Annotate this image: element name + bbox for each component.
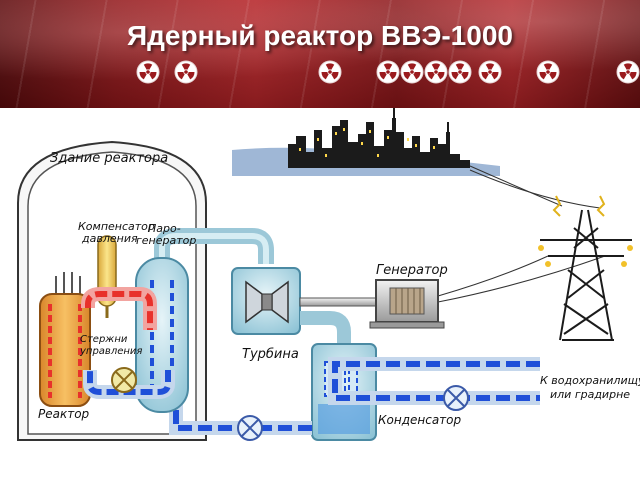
exhaust-pipe [300, 311, 351, 346]
pressure-compensator-label-line1: Компенсатор [78, 220, 155, 233]
control-rods-annotation: Стержни управления [79, 334, 142, 357]
primary-loop [81, 287, 175, 399]
generator-label: Генератор [376, 263, 448, 278]
title-banner: Ядерный реактор ВВЭ-1000 [0, 0, 640, 108]
turbine: Турбина [231, 267, 301, 362]
reactor-label: Реактор [38, 407, 90, 421]
radiation-icon [478, 60, 502, 84]
radiation-icon [536, 60, 560, 84]
condenser-label: Конденсатор [378, 413, 462, 427]
radiation-icon [424, 60, 448, 84]
transmission-tower [540, 195, 632, 341]
turbine-shaft [299, 297, 381, 307]
control-rods-label-line2: управления [79, 346, 142, 357]
radiation-icon [174, 60, 198, 84]
radiation-icon [318, 60, 342, 84]
cooling-water-loop: К водохранилищу или градирне [328, 357, 640, 411]
radiation-icon [136, 60, 160, 84]
power-lines [437, 165, 606, 303]
banner-glow [0, 0, 640, 108]
radiation-icon [448, 60, 472, 84]
control-rods-label-line1: Стержни [80, 334, 128, 345]
city-skyline [232, 108, 500, 176]
steam-generator-label-line2: генератор [136, 234, 196, 247]
radiation-icon [616, 60, 640, 84]
outlet-label-line2: или градирне [550, 388, 630, 401]
radiation-icon [376, 60, 400, 84]
radiation-icon-row [136, 60, 640, 84]
banner-texture [0, 0, 640, 108]
outlet-label-line1: К водохранилищу [540, 374, 640, 387]
vver-diagram: Здание реактора [17, 108, 640, 441]
reactor-building-label: Здание реактора [50, 151, 168, 166]
insulator-icons [538, 245, 633, 267]
steam-generator-label-line1: Паро- [148, 222, 181, 235]
turbine-label: Турбина [242, 347, 299, 362]
radiation-icon [400, 60, 424, 84]
generator: Генератор [369, 263, 448, 329]
page-title: Ядерный реактор ВВЭ-1000 [127, 20, 513, 51]
reactor-vessel: Реактор [38, 272, 91, 421]
pressure-compensator-label-line2: давления [81, 232, 138, 245]
